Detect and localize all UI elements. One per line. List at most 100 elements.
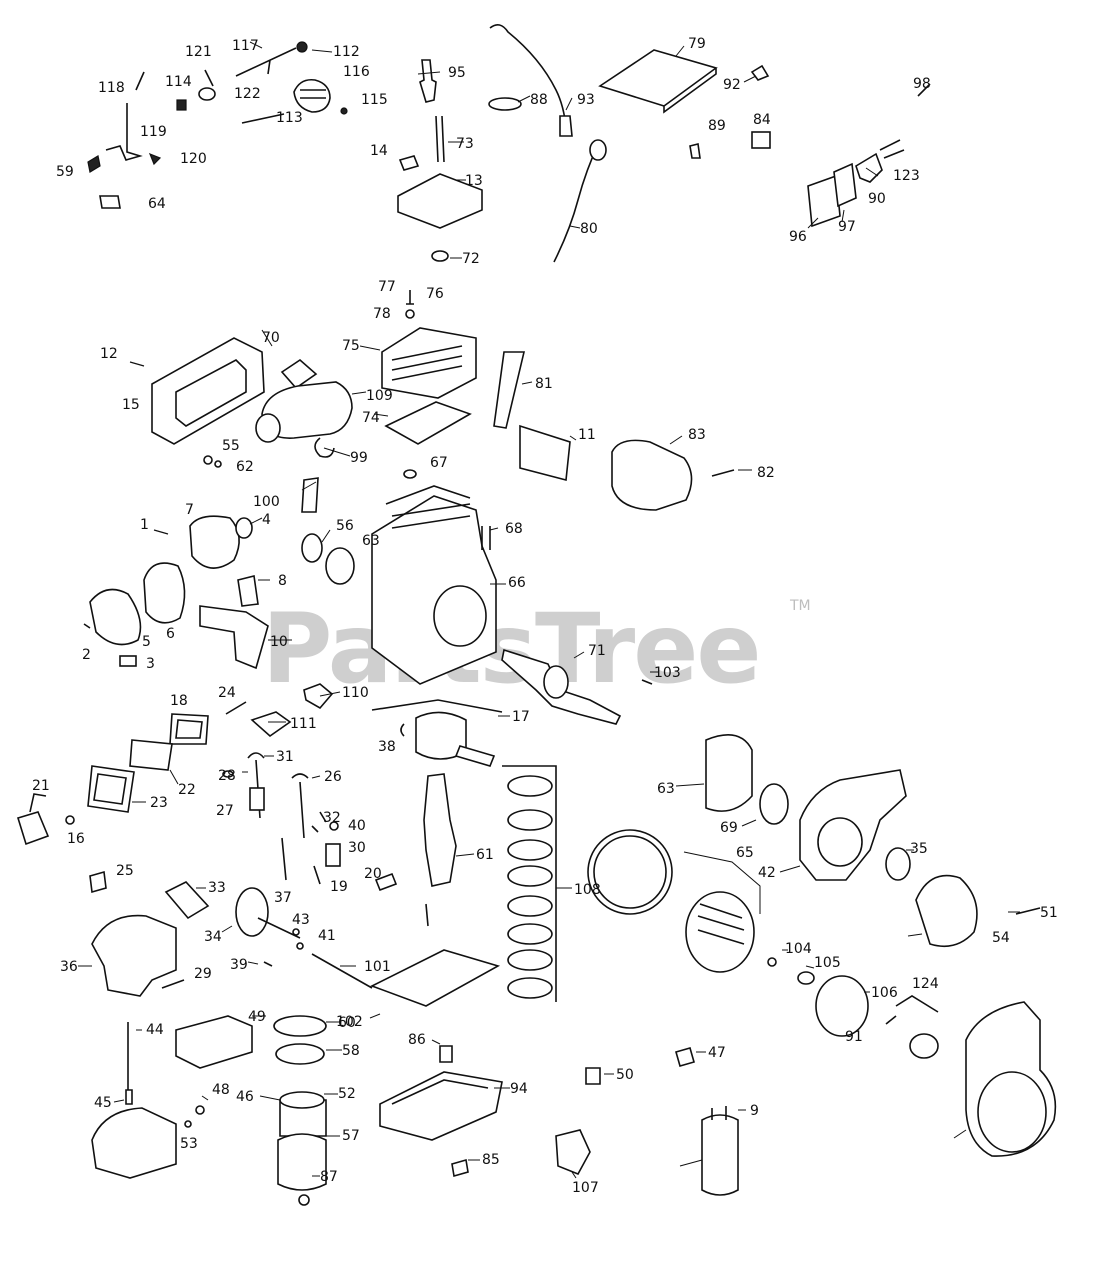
part-113-shape	[241, 113, 285, 124]
part-100-shape	[301, 477, 319, 513]
part-47-shape	[125, 1089, 133, 1105]
callout-109: 109	[366, 388, 393, 404]
callout-2: 2	[82, 647, 91, 663]
callout-50: 48	[212, 1082, 230, 1098]
callout-63: 63	[362, 533, 380, 549]
part-14-shape	[398, 155, 420, 171]
callout-89: 89	[708, 118, 726, 134]
part-8-shape	[237, 575, 259, 607]
callout-93: 93	[577, 92, 595, 108]
part-43-shape	[91, 914, 177, 997]
part-10-shape	[199, 605, 269, 670]
part-66-shape	[371, 495, 497, 685]
callout-63: 69	[720, 820, 738, 836]
part-78-shape	[405, 309, 415, 319]
callout-25: 19	[330, 879, 348, 895]
part-102-shape	[797, 971, 815, 985]
callout-123: 123	[893, 168, 920, 184]
callout-65: 42	[758, 865, 776, 881]
part-67-shape	[403, 469, 417, 479]
callout-61: 63	[657, 781, 675, 797]
callout-19: 61	[476, 847, 494, 863]
callout-124: 51	[1040, 905, 1058, 921]
part-117-shape	[235, 47, 297, 77]
part-73-shape	[435, 115, 445, 163]
callout-101: 104	[785, 941, 812, 957]
part-94-shape	[585, 1067, 601, 1085]
part-116-shape	[293, 78, 331, 113]
part-79-shape	[598, 49, 718, 114]
callout-90: 90	[868, 191, 886, 207]
callout-87: 107	[572, 1180, 599, 1196]
callout-79: 79	[688, 36, 706, 52]
callout-97: 97	[838, 219, 856, 235]
callout-36: 39	[230, 957, 248, 973]
part-70-shape	[280, 358, 318, 390]
callout-46: 53	[180, 1136, 198, 1152]
part-66-bore	[433, 585, 487, 647]
part-35-shaft	[257, 917, 301, 939]
part-6-shape	[143, 562, 186, 624]
part-35-shape	[235, 887, 269, 937]
callout-29: 101	[364, 959, 391, 975]
part-30-shape	[281, 837, 287, 881]
part-16-shape	[65, 815, 75, 825]
callout-111: 111	[290, 716, 317, 732]
part-99-shape	[314, 437, 335, 458]
part-4-shape	[235, 517, 253, 539]
callout-53: 87	[320, 1169, 338, 1185]
callout-86: 47	[708, 1045, 726, 1061]
watermark-text: PartsTree	[262, 593, 759, 705]
callout-7: 7	[185, 502, 194, 518]
part-115-shape	[340, 107, 348, 115]
callout-77: 77	[378, 279, 396, 295]
part-92-shape	[750, 64, 770, 81]
part-111-shape	[250, 711, 292, 738]
part-65-shape	[799, 769, 907, 881]
callout-84: 84	[753, 112, 771, 128]
callout-116: 116	[343, 64, 370, 80]
callout-83: 83	[688, 427, 706, 443]
callout-72: 72	[462, 251, 480, 267]
part-90-shape	[855, 152, 883, 183]
callout-118: 118	[98, 80, 125, 96]
callout-96: 96	[789, 229, 807, 245]
callout-74: 74	[362, 410, 380, 426]
callout-54: 49	[248, 1009, 266, 1025]
part-44-shape	[273, 1015, 327, 1037]
callout-60: 86	[408, 1032, 426, 1048]
part-36-shape	[263, 961, 273, 967]
part-71-web	[543, 665, 569, 699]
callout-42: 33	[208, 880, 226, 896]
part-122-shape	[198, 87, 216, 101]
part-109-end	[255, 413, 281, 443]
callout-6: 6	[166, 626, 175, 642]
part-28a-shape	[222, 770, 234, 778]
part-124-shape	[1015, 907, 1041, 915]
callout-105: 124	[912, 976, 939, 992]
callout-117: 117	[232, 38, 259, 54]
part-55-shape	[203, 455, 213, 465]
part-83-shape	[611, 439, 693, 511]
callout-45: 46	[236, 1089, 254, 1105]
callout-64: 64	[148, 196, 166, 212]
part-66-fins	[385, 485, 471, 529]
callout-70: 70	[262, 330, 280, 346]
part-3-shape	[119, 655, 137, 667]
callout-37: 20	[364, 866, 382, 882]
callout-13: 13	[465, 173, 483, 189]
part-86-shape	[675, 1047, 695, 1067]
callout-67: 67	[430, 455, 448, 471]
part-52-shape	[277, 1133, 327, 1191]
part-63b-shape	[759, 783, 789, 825]
part-2-shape	[83, 623, 91, 629]
part-18-shape	[169, 713, 209, 745]
callout-30: 37	[274, 890, 292, 906]
callout-103: 103	[654, 665, 681, 681]
callout-57: 85	[482, 1152, 500, 1168]
part-15-shape	[151, 337, 265, 445]
part-32-shape	[311, 811, 327, 833]
callout-31: 31	[276, 749, 294, 765]
callout-22: 22	[178, 782, 196, 798]
